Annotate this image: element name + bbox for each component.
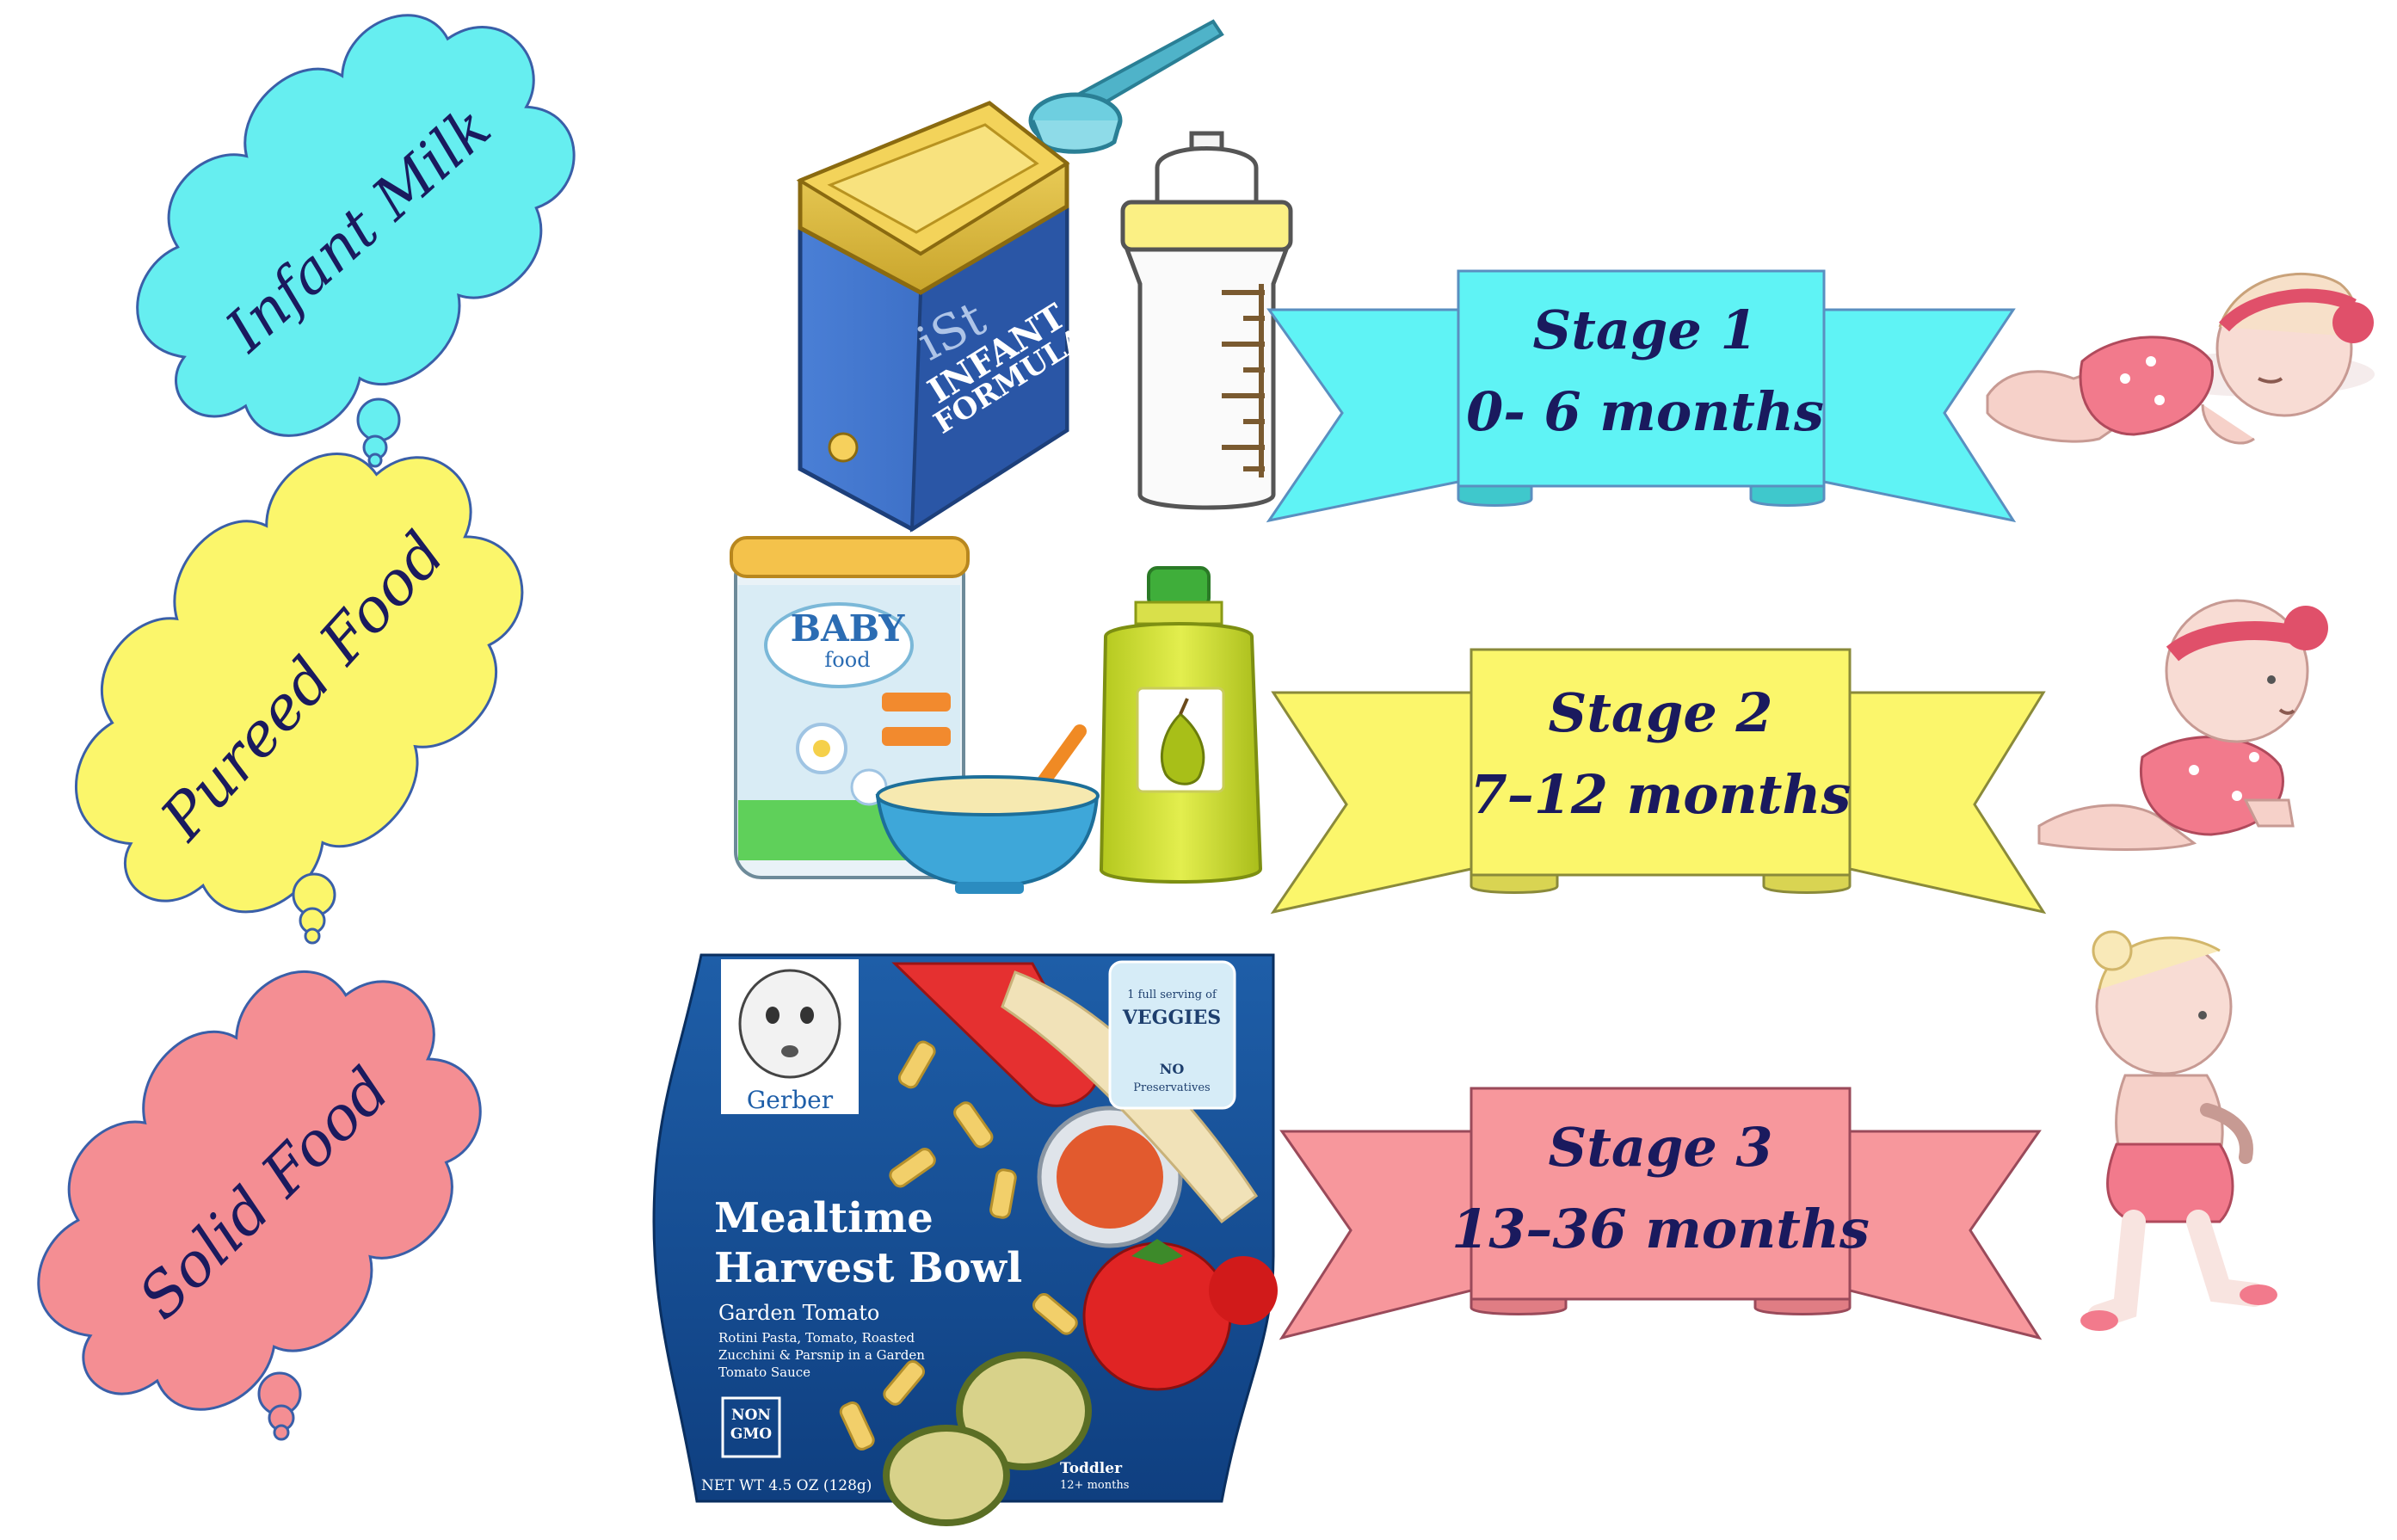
gerber-nongmo-1: NON	[731, 1407, 771, 1424]
gerber-desc-1: Rotini Pasta, Tomato, Roasted	[718, 1330, 915, 1346]
ribbon-stage-3: Stage 3 13–36 months	[1279, 1087, 2043, 1340]
cloud-pureed-food: Pureed Food	[75, 453, 524, 914]
gerber-baby-logo	[738, 969, 841, 1079]
ribbon-age-label: 7–12 months	[1470, 763, 1852, 826]
gerber-veggies: VEGGIES	[1122, 1007, 1221, 1029]
gerber-desc-2: Zucchini & Parsnip in a Garden	[718, 1347, 925, 1363]
gerber-preservatives: Preservatives	[1133, 1081, 1210, 1094]
zucchini-icon	[883, 1352, 1092, 1526]
cloud-shape	[37, 970, 482, 1411]
ribbon-stage-label: Stage 1	[1532, 299, 1757, 361]
formula-can-icon: iSt INFANT FORMULA	[796, 101, 1093, 533]
gerber-bowl-package: Gerber 1 full serving of VEGGIES NO Pres…	[652, 953, 1278, 1526]
baby-lying-icon	[1986, 272, 2375, 445]
ribbon-stage-1: Stage 1 0- 6 months	[1266, 269, 2017, 523]
baby-food-label: BABY	[791, 607, 906, 650]
cloud-infant-milk: Infant Milk	[136, 14, 576, 437]
ribbon-age-label: 13–36 months	[1451, 1198, 1870, 1260]
thought-bubbles-2	[292, 872, 336, 945]
baby-walking-icon	[2080, 930, 2277, 1331]
gerber-title-2: Harvest Bowl	[714, 1244, 1022, 1292]
cloud-shape	[136, 14, 576, 437]
bottle-scale	[1222, 284, 1265, 477]
gerber-brand: Gerber	[747, 1086, 834, 1114]
tomato-icon	[1082, 1239, 1278, 1391]
baby-crawling-icon	[2037, 599, 2328, 851]
scoop-icon	[1028, 19, 1224, 154]
thought-bubbles-3	[257, 1371, 302, 1441]
fruit-pouch-icon	[1100, 566, 1263, 884]
ribbon-stage-label: Stage 2	[1548, 681, 1772, 744]
gerber-flavor: Garden Tomato	[718, 1301, 879, 1325]
pasta-icons	[839, 1040, 1078, 1451]
gerber-nongmo-2: GMO	[730, 1426, 772, 1443]
gerber-no: NO	[1160, 1061, 1185, 1077]
gerber-title-1: Mealtime	[714, 1194, 934, 1242]
gerber-net-weight: NET WT 4.5 OZ (128g)	[701, 1477, 872, 1494]
ribbon-age-label: 0- 6 months	[1466, 380, 1824, 443]
gerber-desc-3: Tomato Sauce	[718, 1364, 810, 1380]
gerber-veggies-top: 1 full serving of	[1127, 989, 1217, 1001]
thought-bubbles-1	[356, 397, 401, 468]
baby-food-sublabel: food	[824, 648, 870, 672]
baby-bottle-icon	[1120, 131, 1293, 510]
ribbon-stage-2: Stage 2 7–12 months	[1270, 648, 2047, 915]
cereal-bowl-icon	[875, 724, 1100, 894]
gerber-toddler-age: 12+ months	[1060, 1479, 1129, 1492]
cloud-solid-food: Solid Food	[37, 970, 482, 1411]
gerber-toddler: Toddler	[1060, 1460, 1123, 1477]
ribbon-stage-label: Stage 3	[1548, 1116, 1772, 1179]
